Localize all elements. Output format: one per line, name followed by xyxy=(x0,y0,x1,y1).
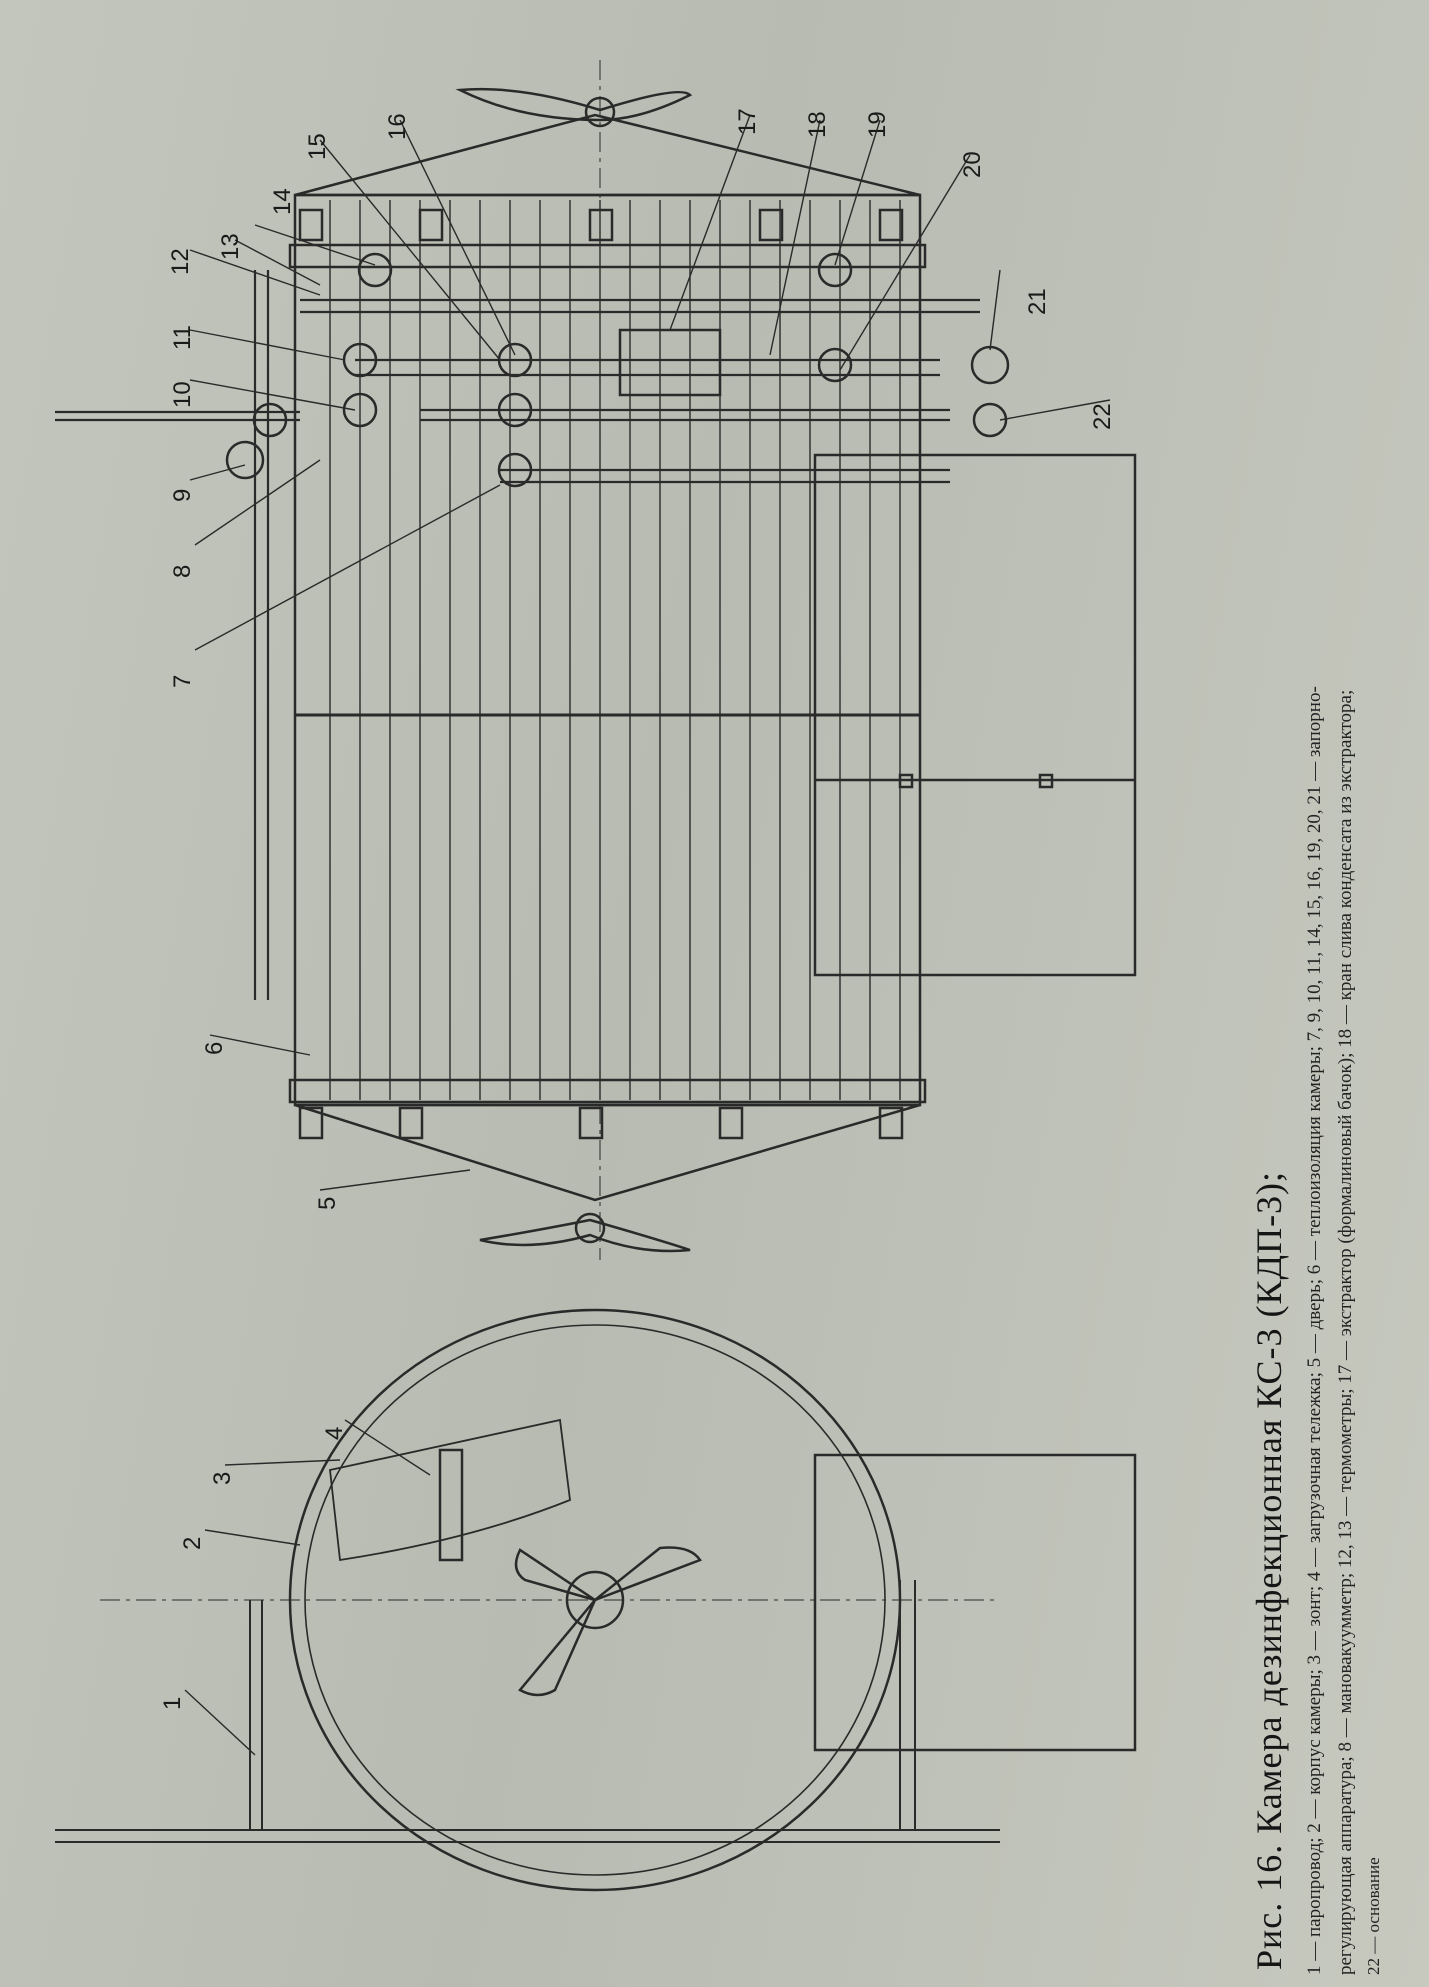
clamps-top xyxy=(298,208,904,242)
callout-4: 4 xyxy=(321,1427,348,1440)
callout-20: 20 xyxy=(959,151,986,178)
chamber-body xyxy=(293,193,922,1107)
callout-1: 1 xyxy=(159,1697,186,1710)
callout-19: 19 xyxy=(864,111,891,138)
callout-12: 12 xyxy=(167,248,194,275)
callout-6: 6 xyxy=(201,1042,228,1055)
base xyxy=(813,453,1137,977)
callout-18: 18 xyxy=(804,111,831,138)
callout-11: 11 xyxy=(169,325,196,350)
callout-13: 13 xyxy=(217,233,244,260)
callout-5: 5 xyxy=(314,1197,341,1210)
extractor xyxy=(618,328,722,397)
cart xyxy=(329,1418,571,1562)
callout-14: 14 xyxy=(269,188,296,215)
callout-10: 10 xyxy=(169,381,196,408)
callout-8: 8 xyxy=(169,565,196,578)
callout-15: 15 xyxy=(304,133,331,160)
callout-21: 21 xyxy=(1024,288,1051,315)
handwheel-bottom xyxy=(479,1218,691,1253)
front-base xyxy=(813,1453,1137,1752)
callout-17: 17 xyxy=(734,108,761,135)
clamps-bottom xyxy=(298,1106,904,1140)
handwheel-top xyxy=(455,87,693,122)
callout-9: 9 xyxy=(169,489,196,502)
insulation-ribs xyxy=(329,200,901,1100)
leader-lines xyxy=(184,114,1111,1756)
legend-line-3: 22 — основание xyxy=(1364,1857,1383,1975)
callout-7: 7 xyxy=(169,675,196,688)
legend-line-2: регулирующая аппаратура; 8 — мановакуумм… xyxy=(1335,689,1356,1975)
door-cone-top xyxy=(294,113,921,197)
legend-line-1: 1 — паропровод; 2 — корпус камеры; 3 — з… xyxy=(1304,686,1325,1975)
figure-title: Рис. 16. Камера дезинфекционная КС-3 (КД… xyxy=(1249,1170,1289,1970)
callout-16: 16 xyxy=(384,113,411,140)
callout-2: 2 xyxy=(179,1537,206,1550)
valves xyxy=(225,252,1010,488)
callout-3: 3 xyxy=(209,1472,236,1485)
callout-22: 22 xyxy=(1089,403,1116,430)
door-cone-bottom xyxy=(294,1103,921,1202)
